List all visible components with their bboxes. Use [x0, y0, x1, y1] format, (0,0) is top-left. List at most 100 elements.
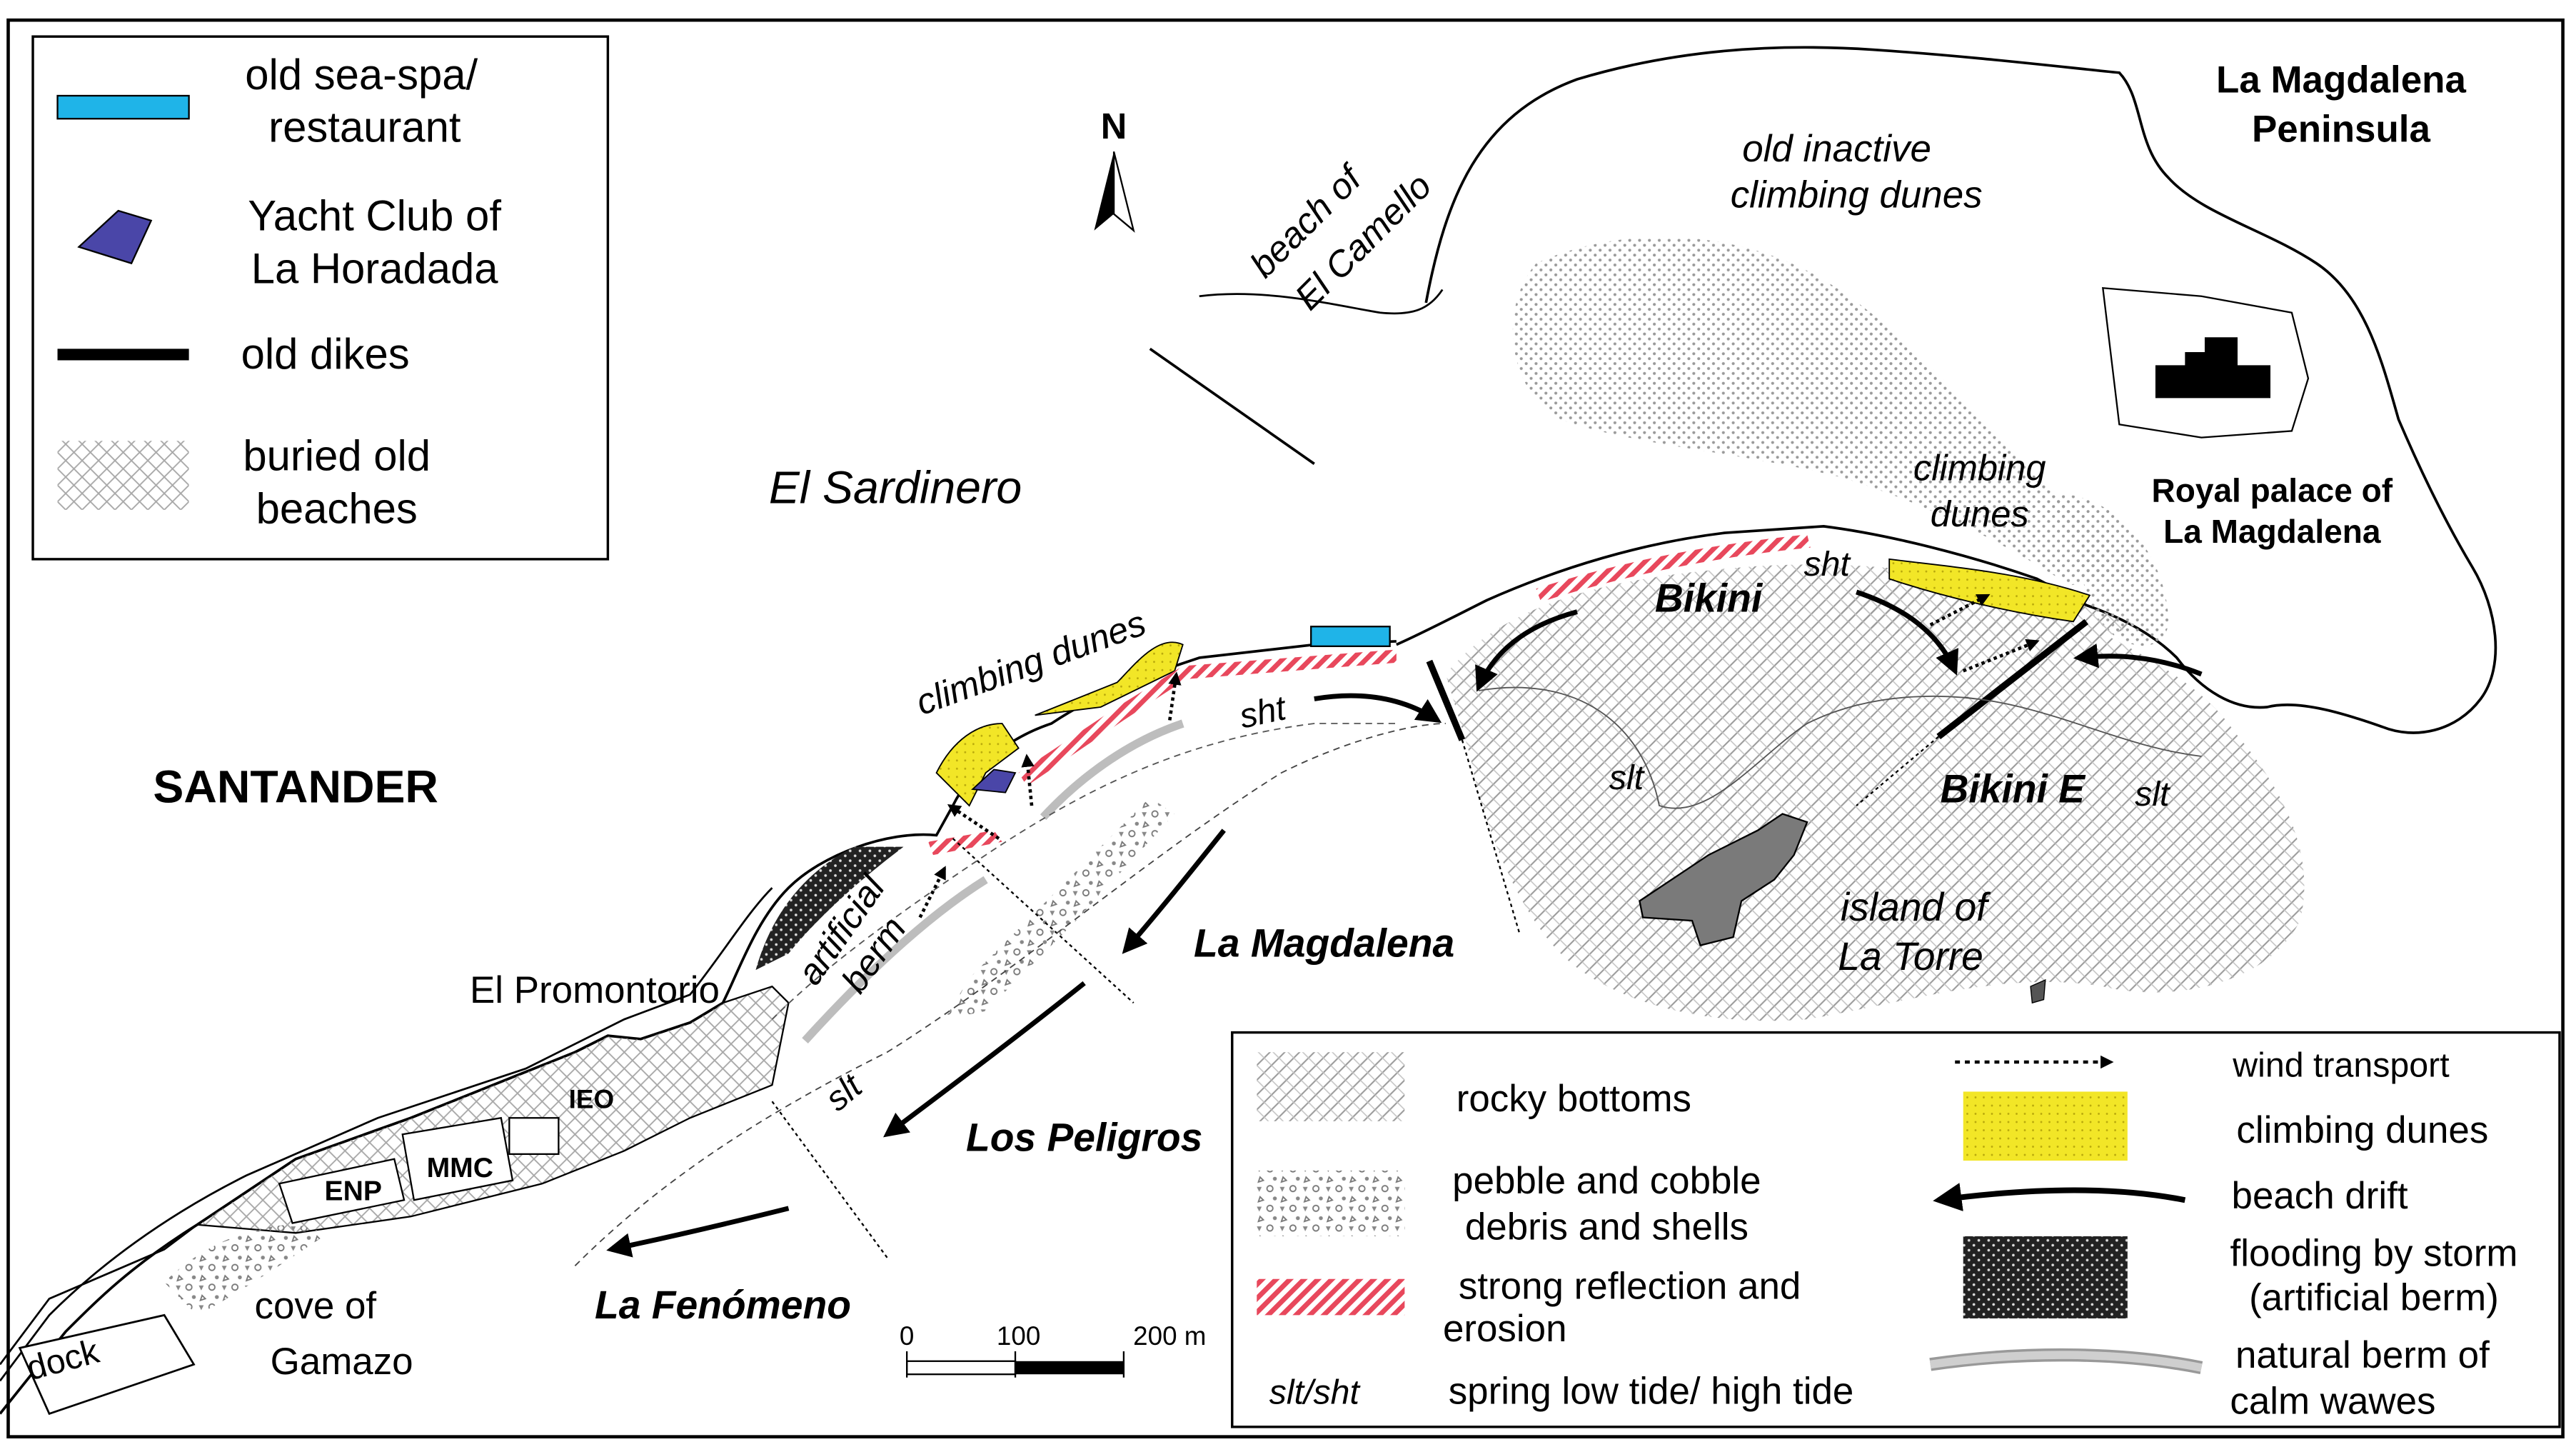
dock-arm: [0, 1223, 198, 1366]
cove-label-1: cove of: [255, 1285, 377, 1327]
bikini-label: Bikini: [1655, 576, 1764, 621]
legend-yacht-swatch: [77, 209, 153, 265]
legend-dikes-swatch: [57, 349, 189, 361]
natural-berm-mid: [1040, 719, 1184, 821]
legend-bottom: [1231, 1031, 2561, 1428]
la-magdalena-beach-label: La Magdalena: [1194, 921, 1454, 966]
peninsula-label-1: La Magdalena: [2216, 59, 2466, 101]
legend-buried-label-1: buried old: [243, 432, 431, 480]
legend-flood-swatch: [1963, 1236, 2128, 1318]
climbing-dunes-west: [935, 723, 1020, 807]
camello-coast: [1199, 289, 1444, 315]
drift-arrow-magdalena: [1122, 828, 1226, 954]
legend-rocky-label: rocky bottoms: [1456, 1078, 1691, 1120]
wind-arrow-1: [918, 866, 947, 918]
wind-arrow-5: [1929, 594, 1991, 626]
legend-buried-swatch: [57, 441, 189, 510]
dike-bikini: [1426, 659, 1466, 741]
climbing-dunes-east-label-2: dunes: [1931, 494, 2029, 534]
legend-top: [31, 35, 610, 561]
north-label: N: [1101, 106, 1127, 146]
legend-spa-label-1: old sea-spa/: [245, 51, 478, 99]
legend-tide-desc: spring low tide/ high tide: [1449, 1371, 1854, 1413]
drift-arrow-bikini-west: [1475, 609, 1578, 692]
palace-label-1: Royal palace of: [2152, 471, 2393, 509]
low-tide-line-east: [1478, 686, 2202, 809]
el-sardinero-label: El Sardinero: [769, 462, 1022, 514]
legend-flood-label-2: (artificial berm): [2249, 1276, 2499, 1318]
enp-label: ENP: [325, 1176, 382, 1206]
wind-arrow-2: [947, 804, 1000, 840]
slt-label-peligros: slt: [818, 1066, 871, 1118]
old-dunes-label-1: old inactive: [1742, 128, 1931, 170]
old-dunes-east: [2053, 493, 2169, 646]
legend-drift-label: beach drift: [2232, 1175, 2408, 1217]
wind-arrow-6: [1962, 639, 2040, 673]
yacht-club: [971, 768, 1017, 793]
legend-natural-label-1: natural berm of: [2235, 1334, 2490, 1376]
palace-building: [2155, 337, 2271, 399]
sht-label-bikini: sht: [1804, 545, 1852, 584]
legend-spa-label-2: restaurant: [268, 103, 461, 151]
ieo-building: [508, 1117, 560, 1156]
legend-dunes-label: climbing dunes: [2236, 1109, 2488, 1151]
bikini-e-label: Bikini E: [1940, 766, 2086, 811]
legend-pebble-swatch: [1257, 1170, 1405, 1236]
scale-bar: [906, 1351, 1125, 1378]
erosion-strip-west: [928, 830, 1002, 856]
mmc-building: [401, 1116, 514, 1201]
old-dunes-area: [1512, 236, 2153, 586]
pebble-field: [945, 797, 1175, 1020]
climbing-dunes-east: [1888, 558, 2091, 623]
boundary-magdalena: [1461, 739, 1521, 934]
erosion-strip-mid: [1018, 649, 1397, 786]
legend-dikes-label: old dikes: [241, 330, 410, 378]
palace-label-2: La Magdalena: [2163, 513, 2381, 550]
climbing-dunes-west-label: climbing dunes: [910, 602, 1151, 723]
enp-building: [278, 1158, 406, 1224]
legend-tide-abbr: slt/sht: [1269, 1373, 1362, 1412]
legend-drift-swatch: [1933, 1183, 2186, 1211]
legend-wind-label: wind transport: [2232, 1046, 2450, 1085]
flood-area: [755, 846, 904, 971]
island-label-2: La Torre: [1838, 934, 1983, 978]
la-fenomeno-label: La Fenómeno: [595, 1283, 851, 1327]
dike-bikini-e: [1936, 619, 2089, 740]
peninsula-outline: [1396, 46, 2497, 734]
climbing-dunes-mid: [1035, 641, 1184, 716]
palace-grounds: [2101, 286, 2310, 439]
legend-reflection-label-1: strong reflection and: [1459, 1265, 1801, 1307]
boundary-bikini-e: [1856, 736, 1939, 806]
drift-arrow-sht-west: [1314, 693, 1442, 724]
wind-arrow-3: [1021, 753, 1035, 806]
legend-flood-label-1: flooding by storm: [2230, 1232, 2518, 1274]
legend-yacht-label-2: La Horadada: [251, 244, 499, 292]
north-arrow-icon: [1094, 151, 1135, 233]
sea-spa-building: [1310, 626, 1391, 648]
climbing-dunes-east-label-1: climbing: [1913, 447, 2046, 488]
santander-label: SANTANDER: [153, 761, 438, 812]
legend-pebble-label-2: debris and shells: [1465, 1206, 1749, 1248]
map-frame: [6, 18, 2565, 1438]
island-label-1: island of: [1841, 885, 1991, 929]
los-peligros-label: Los Peligros: [966, 1115, 1202, 1159]
legend-rocky-swatch: [1257, 1052, 1405, 1121]
el-promontorio-label: El Promontorio: [470, 969, 720, 1011]
boundary-peligros-south: [771, 1101, 888, 1258]
legend-natural-label-2: calm wawes: [2230, 1380, 2435, 1422]
legend-buried-label-2: beaches: [256, 484, 418, 532]
legend-reflection-label-2: erosion: [1443, 1308, 1567, 1350]
peninsula-label-2: Peninsula: [2252, 108, 2430, 150]
outer-coastline: [0, 887, 773, 1382]
drift-arrow-fenomeno: [606, 1206, 790, 1258]
erosion-strip-east: [1536, 534, 1811, 602]
slt-label-bikini: slt: [1609, 758, 1646, 797]
drift-arrow-bikini-east: [1856, 589, 1959, 676]
dock-structure: [18, 1313, 196, 1416]
low-tide-line: [574, 723, 1446, 1266]
sht-label-magdalena: sht: [1236, 689, 1291, 736]
ieo-label: IEO: [569, 1084, 614, 1113]
legend-spa-swatch: [56, 94, 190, 120]
boundary-peligros-north: [952, 838, 1134, 1004]
